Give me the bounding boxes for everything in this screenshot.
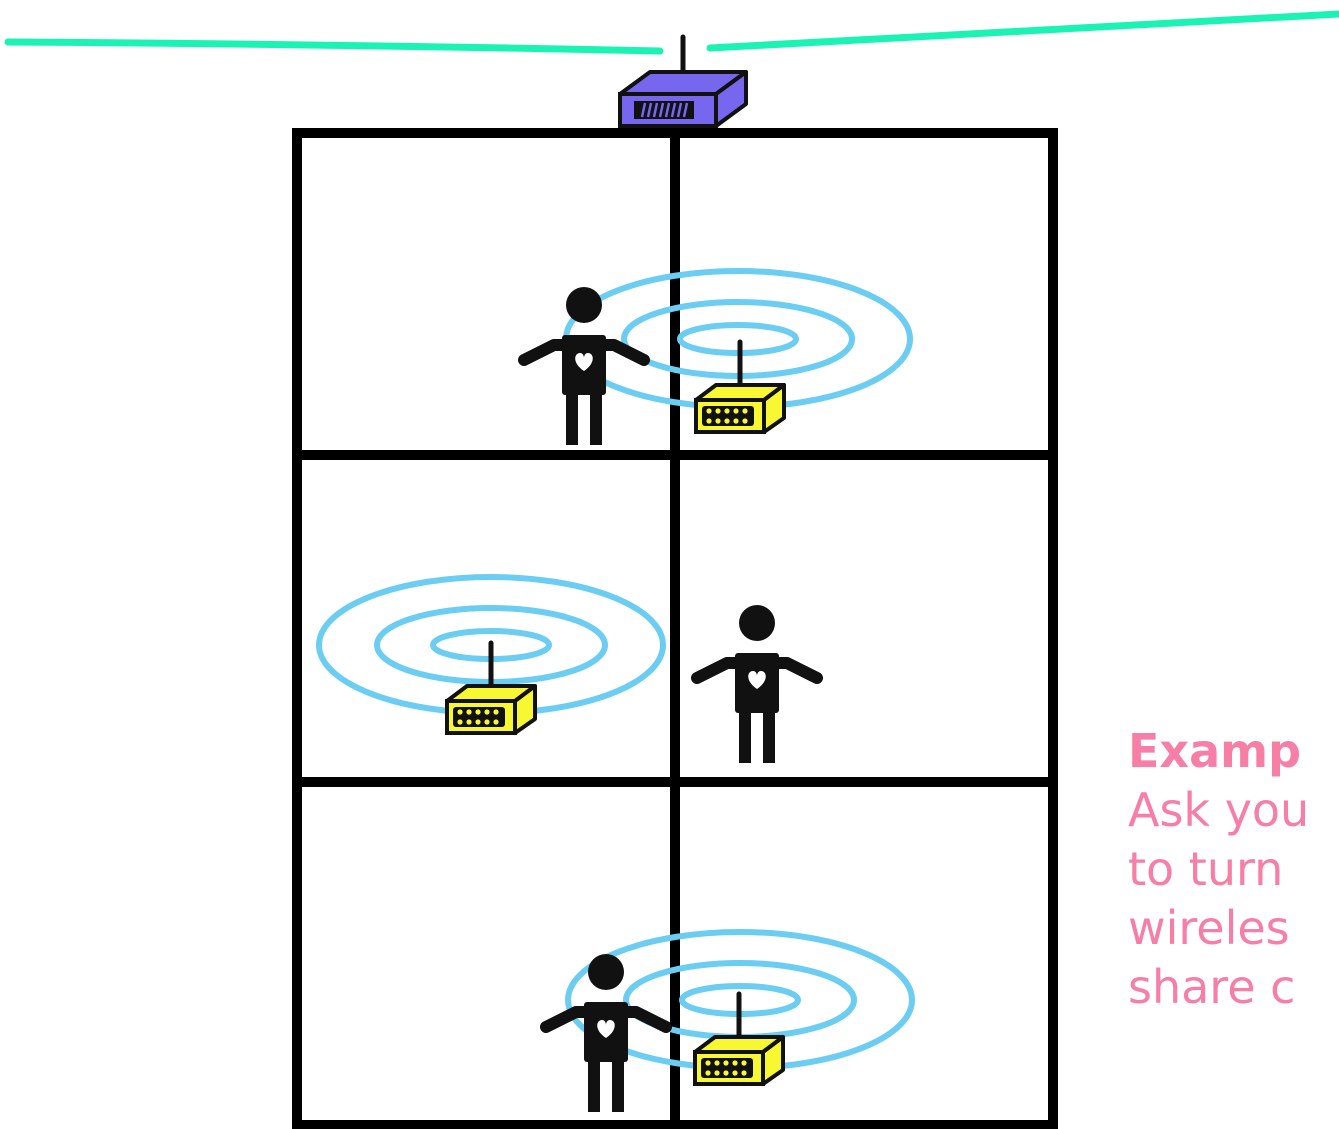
wireless-node-icon xyxy=(696,342,784,432)
caption-line: wireles xyxy=(1128,901,1290,955)
example-caption: Examp Ask you to turn wireles share c xyxy=(1128,722,1309,1017)
caption-line: share c xyxy=(1128,960,1296,1014)
caption-heading: Examp xyxy=(1128,724,1301,778)
person-icon xyxy=(524,287,644,445)
caption-line: Ask you xyxy=(1128,783,1310,837)
caption-line: to turn xyxy=(1128,842,1284,896)
main-router-icon xyxy=(618,34,748,128)
person-icon xyxy=(697,605,817,763)
internet-cable xyxy=(4,10,1339,55)
wireless-node-icon xyxy=(695,994,783,1084)
house-floor-plan xyxy=(292,128,1058,1129)
